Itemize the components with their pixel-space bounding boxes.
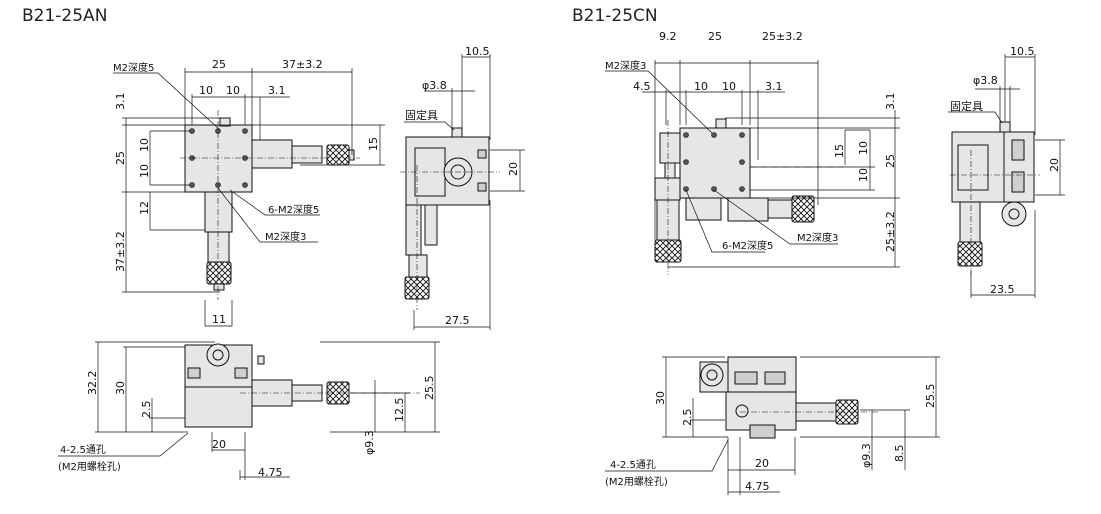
vdim-10a: 10 <box>857 141 870 155</box>
right-top-view: 9.2 25 25±3.2 M2深度3 4.5 10 10 3.1 3.1 15… <box>605 30 900 275</box>
model-title-b21-25cn: B21-25CN <box>572 6 658 26</box>
dim-4-5: 4.5 <box>633 80 651 93</box>
model-title-b21-25an: B21-25AN <box>22 6 108 26</box>
dim-phi3-8: φ3.8 <box>973 74 998 87</box>
vdim-phi9-3: φ9.3 <box>860 443 873 468</box>
vdim-30: 30 <box>114 381 127 395</box>
label-bolt-holes-note: (M2用螺栓孔) <box>605 475 668 488</box>
label-fixture: 固定具 <box>405 108 438 122</box>
dim-11: 11 <box>212 313 226 326</box>
vdim-25: 25 <box>114 151 127 165</box>
label-6-m2-depth5: 6-M2深度5 <box>268 203 319 216</box>
vdim-10a: 10 <box>138 138 151 152</box>
dim-phi3-8: φ3.8 <box>422 79 447 92</box>
right-side-view: 10.5 φ3.8 固定具 20 23.5 <box>948 45 1065 298</box>
vdim-3-1: 3.1 <box>884 93 897 111</box>
label-through-holes: 4-2.5通孔 <box>60 444 106 456</box>
label-m2-depth3-bottom: M2深度3 <box>797 231 838 244</box>
dim-20: 20 <box>212 438 226 451</box>
vdim-37: 37±3.2 <box>114 231 127 272</box>
dim-3-1: 3.1 <box>268 84 286 97</box>
dim-10a: 10 <box>199 84 213 97</box>
label-fixture: 固定具 <box>950 99 983 113</box>
dim-37: 37±3.2 <box>282 58 323 71</box>
dim-23-5: 23.5 <box>990 283 1015 296</box>
vdim-2-5: 2.5 <box>681 409 694 427</box>
label-m2-depth3-top: M2深度3 <box>605 59 646 72</box>
vdim-12: 12 <box>138 201 151 215</box>
vdim-15: 15 <box>367 137 380 151</box>
vdim-2-5: 2.5 <box>140 401 153 419</box>
dim-9-2: 9.2 <box>659 30 677 43</box>
label-through-holes: 4-2.5通孔 <box>610 459 656 471</box>
vdim-3-1: 3.1 <box>114 93 127 111</box>
vdim-10b: 10 <box>857 168 870 182</box>
dim-10-5: 10.5 <box>1010 45 1035 58</box>
left-top-view: M2深度5 25 37±3.2 10 10 3.1 3.1 25 10 10 1… <box>113 58 385 327</box>
dim-3-1: 3.1 <box>765 80 783 93</box>
dim-10b: 10 <box>722 80 736 93</box>
dim-27-5: 27.5 <box>445 314 470 327</box>
vdim-8-5: 8.5 <box>893 445 906 463</box>
dim-4-75: 4.75 <box>745 480 770 493</box>
dim-25-pm: 25±3.2 <box>762 30 803 43</box>
left-front-view: 32.2 30 2.5 25.5 12.5 φ9.3 20 4.75 4-2.5… <box>58 341 440 480</box>
vdim-25-pm: 25±3.2 <box>884 211 897 252</box>
vdim-30: 30 <box>654 391 667 405</box>
left-side-view: 10.5 φ3.8 固定具 20 27.5 <box>400 45 525 330</box>
dim-25: 25 <box>212 58 226 71</box>
dim-10b: 10 <box>226 84 240 97</box>
vdim-25: 25 <box>884 154 897 168</box>
vdim-phi9-3: φ9.3 <box>363 430 376 455</box>
vdim-20: 20 <box>507 162 520 176</box>
dim-10a: 10 <box>694 80 708 93</box>
vdim-15: 15 <box>833 144 846 158</box>
label-bolt-holes-note: (M2用螺栓孔) <box>58 460 121 473</box>
vdim-32-2: 32.2 <box>86 371 99 396</box>
label-m2-depth5: M2深度5 <box>113 61 154 74</box>
right-front-view: 30 2.5 25.5 φ9.3 8.5 20 4.75 4-2.5通孔 (M2… <box>605 356 940 495</box>
label-6-m2-depth5: 6-M2深度5 <box>722 239 773 252</box>
vdim-10b: 10 <box>138 164 151 178</box>
dim-4-75: 4.75 <box>258 466 283 479</box>
dim-20: 20 <box>755 457 769 470</box>
vdim-20: 20 <box>1048 158 1061 172</box>
vdim-25-5: 25.5 <box>423 376 436 401</box>
label-m2-depth3: M2深度3 <box>265 230 306 243</box>
dim-10-5: 10.5 <box>465 45 490 58</box>
vdim-25-5: 25.5 <box>924 384 937 409</box>
dim-25: 25 <box>708 30 722 43</box>
vdim-12-5: 12.5 <box>393 398 406 423</box>
